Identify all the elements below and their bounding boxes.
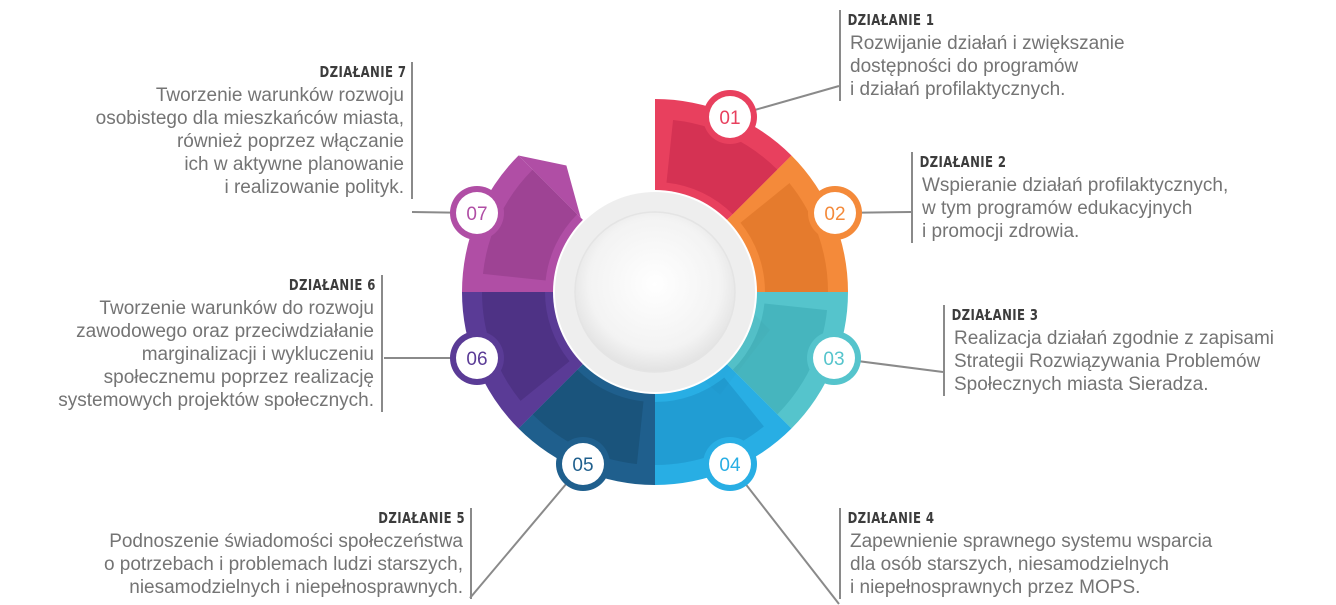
badge-number-07: 07 bbox=[466, 204, 487, 225]
segment-fold-06 bbox=[482, 292, 570, 401]
badge-face-07 bbox=[456, 192, 498, 234]
badge-face-01 bbox=[709, 96, 751, 138]
step-3-title: DZIAŁANIE 3 bbox=[951, 306, 1039, 324]
step-2-bar bbox=[911, 152, 913, 243]
badge-face-03 bbox=[813, 337, 855, 379]
step-7-block: DZIAŁANIE 7 Tworzenie warunków rozwoju o… bbox=[96, 62, 413, 199]
step-7-title: DZIAŁANIE 7 bbox=[319, 63, 406, 81]
step-6-line: marginalizacji i wykluczeniu bbox=[141, 344, 374, 365]
ring-segments bbox=[462, 99, 848, 485]
connector-04 bbox=[729, 463, 840, 605]
step-2-line: Wspieranie działań profilaktycznych, bbox=[922, 175, 1229, 196]
connector-05 bbox=[469, 463, 584, 599]
step-2-block: DZIAŁANIE 2 Wspieranie działań profilakt… bbox=[911, 152, 1228, 243]
segment-fold-05 bbox=[532, 369, 644, 465]
step-4-description: Zapewnienie sprawnego systemu wsparcia d… bbox=[839, 530, 1212, 599]
badge-face-06 bbox=[456, 337, 498, 379]
step-1-bar bbox=[839, 10, 841, 101]
step-3-line: Strategii Rozwiązywania Problemów bbox=[954, 351, 1261, 372]
step-1-description: Rozwijanie działań i zwiększanie dostępn… bbox=[839, 32, 1125, 101]
step-7-description: Tworzenie warunków rozwoju osobistego dl… bbox=[96, 84, 413, 199]
segment-fold-03 bbox=[732, 303, 828, 415]
step-6-title: DZIAŁANIE 6 bbox=[289, 276, 376, 294]
badge-number-02: 02 bbox=[824, 204, 845, 225]
step-5-block: DZIAŁANIE 5 Podnoszenie świadomości społ… bbox=[104, 508, 472, 599]
step-5-bar bbox=[470, 508, 472, 599]
number-badges: 01 02 03 04 05 06 07 bbox=[450, 90, 862, 491]
step-6-line: systemowych projektów społecznych. bbox=[58, 390, 374, 411]
step-2-description: Wspieranie działań profilaktycznych, w t… bbox=[911, 174, 1228, 243]
step-6-line: zawodowego oraz przeciwdziałanie bbox=[76, 321, 374, 342]
step-7-bar bbox=[411, 62, 413, 199]
step-1-block: DZIAŁANIE 1 Rozwijanie działań i zwiększ… bbox=[839, 10, 1125, 101]
step-1-line: dostępności do programów bbox=[850, 56, 1079, 77]
step-6-block: DZIAŁANIE 6 Tworzenie warunków do rozwoj… bbox=[58, 275, 383, 412]
step-1-line: i działań profilaktycznych. bbox=[850, 79, 1066, 100]
step-5-line: o potrzebach i problemach ludzi starszyc… bbox=[103, 554, 463, 575]
badge-number-01: 01 bbox=[719, 108, 740, 129]
step-4-bar bbox=[839, 508, 841, 599]
step-2-line: i promocji zdrowia. bbox=[922, 221, 1080, 242]
step-6-line: społecznemu poprzez realizację bbox=[103, 367, 374, 388]
step-3-bar bbox=[943, 305, 945, 396]
badge-number-05: 05 bbox=[572, 455, 593, 476]
step-4-line: dla osób starszych, niesamodzielnych bbox=[850, 554, 1169, 575]
step-3-line: Realizacja działań zgodnie z zapisami bbox=[954, 328, 1275, 349]
segment-arrow-07 bbox=[518, 155, 581, 218]
step-7-line: i realizowanie polityk. bbox=[224, 177, 404, 198]
segment-fold-07 bbox=[482, 169, 578, 281]
step-5-title: DZIAŁANIE 5 bbox=[378, 509, 465, 527]
step-1-line: Rozwijanie działań i zwiększanie bbox=[850, 33, 1125, 54]
step-3-block: DZIAŁANIE 3 Realizacja działań zgodnie z… bbox=[943, 305, 1274, 396]
segment-fold-01 bbox=[666, 119, 778, 215]
center-hub bbox=[553, 190, 770, 395]
step-4-block: DZIAŁANIE 4 Zapewnienie sprawnego system… bbox=[839, 508, 1212, 599]
step-2-line: w tym programów edukacyjnych bbox=[922, 198, 1193, 219]
badge-number-03: 03 bbox=[823, 349, 844, 370]
segment-fold-02 bbox=[740, 183, 828, 292]
step-5-line: Podnoszenie świadomości społeczeństwa bbox=[109, 531, 463, 552]
ring-gap bbox=[649, 99, 655, 192]
step-3-description: Realizacja działań zgodnie z zapisami St… bbox=[943, 327, 1274, 396]
step-1-title: DZIAŁANIE 1 bbox=[847, 11, 935, 29]
step-4-line: Zapewnienie sprawnego systemu wsparcia bbox=[850, 531, 1213, 552]
badge-face-04 bbox=[709, 443, 751, 485]
step-4-title: DZIAŁANIE 4 bbox=[847, 509, 935, 527]
step-3-line: Społecznych miasta Sieradza. bbox=[954, 374, 1209, 395]
step-7-line: ich w aktywne planowanie bbox=[184, 154, 404, 175]
step-7-line: również poprzez włączanie bbox=[176, 131, 404, 152]
step-2-title: DZIAŁANIE 2 bbox=[919, 153, 1007, 171]
badge-number-06: 06 bbox=[466, 349, 487, 370]
step-5-description: Podnoszenie świadomości społeczeństwa o … bbox=[104, 530, 472, 599]
badge-face-05 bbox=[562, 443, 604, 485]
step-4-line: i niepełnosprawnych przez MOPS. bbox=[850, 577, 1141, 598]
step-6-line: Tworzenie warunków do rozwoju bbox=[99, 298, 374, 319]
step-7-line: Tworzenie warunków rozwoju bbox=[155, 85, 404, 106]
badge-number-04: 04 bbox=[719, 455, 741, 476]
step-6-description: Tworzenie warunków do rozwoju zawodowego… bbox=[58, 297, 383, 412]
step-6-bar bbox=[381, 275, 383, 412]
step-7-line: osobistego dla mieszkańców miasta, bbox=[95, 108, 404, 129]
badge-face-02 bbox=[814, 192, 856, 234]
step-5-line: niesamodzielnych i niepełnosprawnych. bbox=[129, 577, 463, 598]
